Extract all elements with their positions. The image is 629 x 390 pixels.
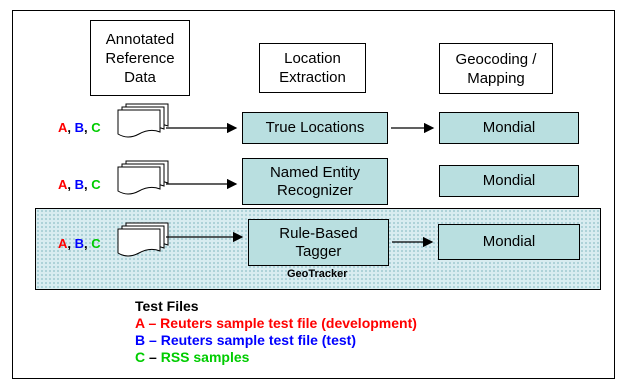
legend-title: Test Files <box>135 298 199 314</box>
extractor-named-entity-recognizer: Named Entity Recognizer <box>242 158 388 205</box>
legend-item-a: A – Reuters sample test file (developmen… <box>135 315 417 331</box>
geocoder-mondial: Mondial <box>439 112 579 144</box>
test-files-legend: Test Files A – Reuters sample test file … <box>135 298 417 366</box>
geotracker-label: GeoTracker <box>287 268 348 280</box>
document-stack-icon <box>117 103 169 138</box>
test-file-letters: A, B, C <box>58 177 101 192</box>
legend-item-b: B – Reuters sample test file (test) <box>135 332 356 348</box>
geocoder-mondial: Mondial <box>439 165 579 197</box>
header-annotated-reference-data: Annotated Reference Data <box>90 20 190 96</box>
document-stack-icon <box>117 222 169 257</box>
test-file-letters: A, B, C <box>58 120 101 135</box>
extractor-rule-based-tagger: Rule-Based Tagger <box>248 219 389 266</box>
legend-item-c: C – RSS samples <box>135 349 250 365</box>
diagram-frame <box>12 10 615 379</box>
header-location-extraction: Location Extraction <box>259 43 366 93</box>
header-geocoding-mapping: Geocoding / Mapping <box>439 43 553 94</box>
geocoder-mondial: Mondial <box>438 224 580 260</box>
test-file-letters: A, B, C <box>58 236 101 251</box>
extractor-true-locations: True Locations <box>242 112 388 144</box>
document-stack-icon <box>117 160 169 195</box>
